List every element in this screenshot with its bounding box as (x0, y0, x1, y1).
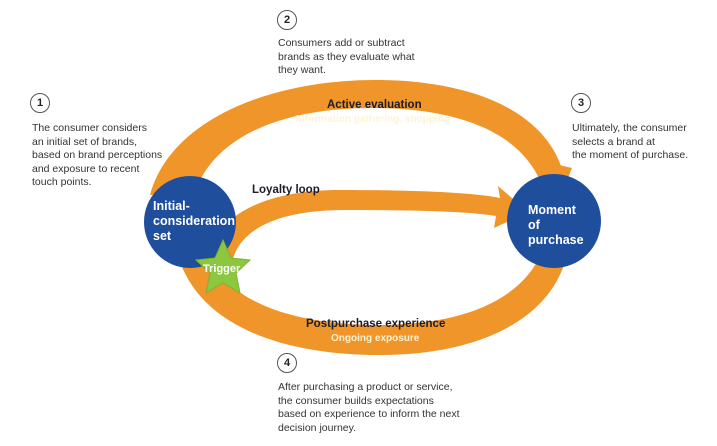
postpurchase-experience-title: Postpurchase experience (306, 318, 446, 330)
initial-consideration-circle (144, 176, 236, 268)
step-4-description: After purchasing a product or service, t… (278, 381, 460, 434)
trigger-label: Trigger (203, 263, 241, 275)
loyalty-loop-arrow (205, 186, 528, 262)
step-badge-4: 4 (277, 353, 297, 373)
bottom-orange-arc (180, 250, 565, 355)
active-evaluation-title: Active evaluation (327, 99, 422, 111)
initial-consideration-label: Initial- consideration set (153, 199, 235, 243)
step-3-description: Ultimately, the consumer selects a brand… (572, 122, 689, 161)
active-evaluation-subtitle: Information gathering, shopping (296, 114, 450, 125)
moment-of-purchase-label: Moment of purchase (528, 203, 584, 247)
step-badge-1: 1 (30, 93, 50, 113)
trigger-star (194, 238, 252, 294)
postpurchase-experience-subtitle: Ongoing exposure (331, 333, 420, 344)
step-badge-2: 2 (277, 10, 297, 30)
step-1-description: The consumer considers an initial set of… (32, 122, 163, 188)
step-badge-3: 3 (571, 93, 591, 113)
moment-of-purchase-circle (507, 174, 601, 268)
loyalty-loop-title: Loyalty loop (252, 184, 320, 196)
outer-orange-ring (150, 80, 563, 195)
step-2-description: Consumers add or subtract brands as they… (278, 37, 415, 76)
